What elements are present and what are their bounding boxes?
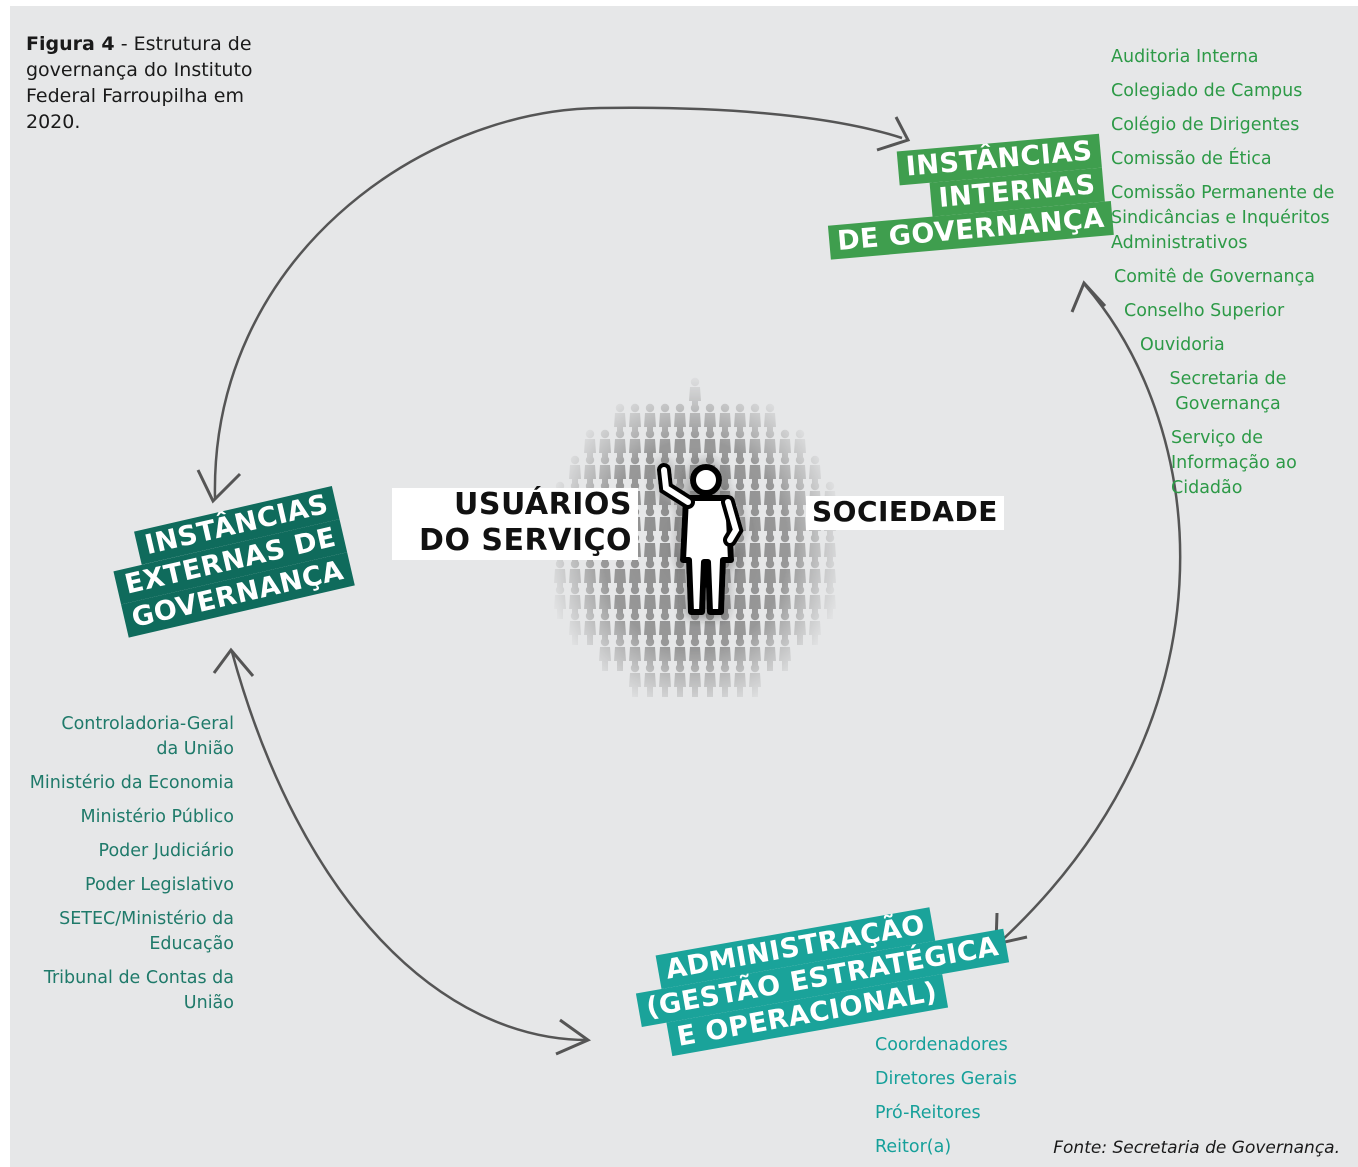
list-item: Diretores Gerais	[875, 1069, 1017, 1089]
list-item: Ministério da Economia	[29, 773, 234, 793]
center-label-users: USUÁRIOS DO SERVIÇO	[392, 488, 638, 560]
list-item: Colegiado de Campus	[1111, 81, 1303, 101]
external-governance-list: Controladoria-Geral da União Ministério …	[20, 712, 234, 1025]
caption-label: Figura 4	[26, 33, 115, 55]
list-item: SETEC/Ministério da Educação	[59, 909, 234, 954]
list-item: Coordenadores	[875, 1035, 1008, 1055]
list-item: Comissão Permanente de Sindicâncias e In…	[1111, 183, 1335, 253]
list-item: Secretaria de Governança	[1169, 369, 1287, 414]
list-item: Controladoria-Geral da União	[61, 714, 234, 759]
arrowhead-top-right	[876, 116, 911, 152]
center-label-line-1: USUÁRIOS	[392, 488, 638, 524]
arrowhead-bottom-left-right	[555, 1018, 592, 1056]
list-item: Ouvidoria	[1140, 335, 1225, 355]
list-item: Reitor(a)	[875, 1137, 952, 1157]
arrowhead-top-left	[196, 469, 242, 504]
caption-text: - Estrutura de governança do Instituto F…	[26, 33, 253, 133]
list-item: Comitê de Governança	[1114, 267, 1315, 287]
arc-right	[999, 284, 1182, 943]
arc-bottom-left	[230, 651, 589, 1042]
list-item: Serviço de Informação ao Cidadão	[1171, 428, 1297, 498]
list-item: Comissão de Ética	[1111, 149, 1272, 169]
list-item: Pró-Reitores	[875, 1103, 981, 1123]
center-label-line-2: DO SERVIÇO	[392, 524, 638, 560]
arc-top	[213, 106, 903, 499]
list-item: Poder Legislativo	[85, 875, 234, 895]
internal-governance-list: Auditoria Interna Colegiado de Campus Co…	[1111, 45, 1334, 510]
figure-caption: Figura 4 - Estrutura de governança do In…	[26, 31, 266, 135]
arrowhead-right-top	[1070, 280, 1107, 313]
administration-list: Coordenadores Diretores Gerais Pró-Reito…	[875, 1033, 1017, 1167]
list-item: Tribunal de Contas da União	[43, 968, 234, 1013]
arrowhead-bottom-left-top	[212, 647, 255, 677]
user-figure-icon	[657, 463, 744, 615]
list-item: Colégio de Dirigentes	[1111, 115, 1300, 135]
source-note: Fonte: Secretaria de Governança.	[1053, 1138, 1340, 1158]
society-label: SOCIEDADE	[806, 496, 1004, 530]
list-item: Poder Judiciário	[98, 841, 234, 861]
list-item: Auditoria Interna	[1111, 47, 1259, 67]
list-item: Ministério Público	[80, 807, 234, 827]
center-label-society: SOCIEDADE	[806, 496, 1004, 530]
list-item: Conselho Superior	[1124, 301, 1285, 321]
